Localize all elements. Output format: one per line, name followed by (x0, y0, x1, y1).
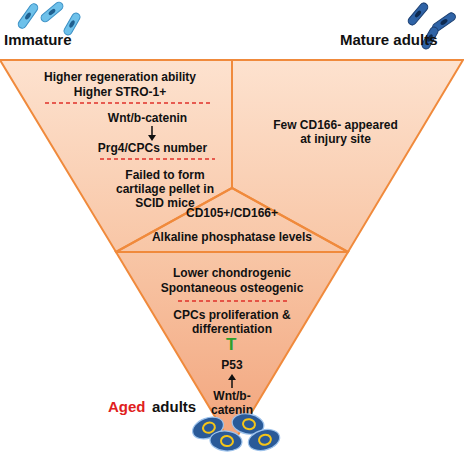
region-text: Lower chondrogenic (152, 266, 312, 280)
region-text: P53 (212, 358, 252, 372)
inhibition-symbol: T (226, 336, 236, 353)
dashed-separator (178, 300, 288, 301)
region-text: Higher regeneration ability (20, 70, 220, 84)
triangle-fill (0, 60, 463, 445)
region-outline (232, 60, 463, 252)
region-text: Higher STRO-1+ (20, 85, 220, 99)
shared-marker-triangle: CD105+/CD166+ Alkaline phosphatase levels (116, 188, 348, 252)
region-text: Spontaneous osteogenic (142, 281, 322, 295)
region-text: CD105+/CD166+ (146, 206, 318, 220)
region-border (0, 60, 232, 252)
stage-label: adults (152, 398, 196, 415)
down-arrow (148, 126, 156, 141)
mature-region: Few CD166- appeared at injury site (232, 60, 463, 252)
region-text: Wnt/b- catenin (208, 389, 256, 417)
stage-label: Aged (108, 398, 146, 415)
region-text: Prg4/CPCs number (95, 141, 210, 155)
region-border (232, 60, 463, 252)
dashed-separator (100, 158, 215, 159)
region-text: Failed to form cartilage pellet in SCID … (115, 168, 215, 210)
stage-label: Mature adults (340, 31, 438, 48)
dashed-separator (45, 102, 210, 103)
region-text: Wnt/b-catenin (95, 111, 200, 125)
region-text: CPCs proliferation & differentiation (172, 308, 292, 336)
region-text: Few CD166- appeared at injury site (268, 118, 403, 146)
region-text: Alkaline phosphatase levels (140, 230, 324, 244)
region-border (116, 188, 348, 252)
region-border (116, 252, 348, 445)
up-arrow (228, 374, 236, 388)
immature-region: Higher regeneration abilityHigher STRO-1… (0, 60, 232, 252)
stage-label: Immature (4, 31, 72, 48)
